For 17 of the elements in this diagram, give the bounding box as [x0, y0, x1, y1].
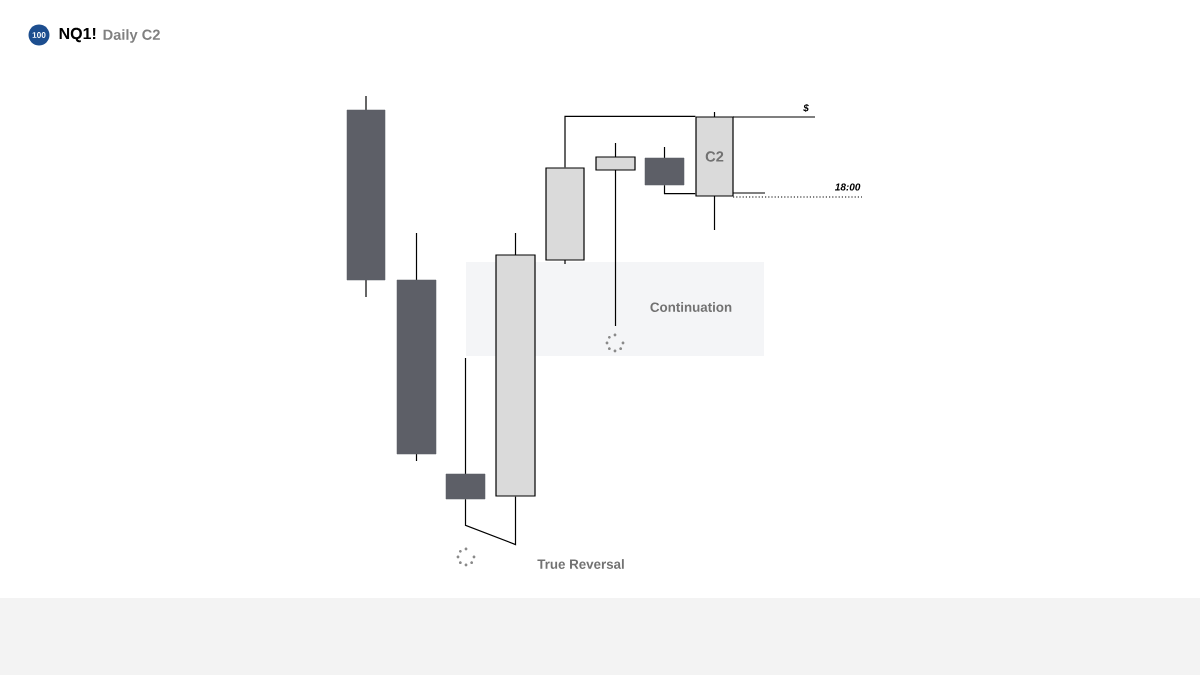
candlestick [644, 146, 685, 186]
connector-line [564, 115, 696, 168]
candlestick [346, 95, 386, 298]
timeframe-label: Daily C2 [103, 29, 160, 43]
candlestick [545, 167, 585, 265]
candlestick [396, 232, 437, 462]
candlestick [445, 357, 486, 500]
candlestick [495, 232, 536, 497]
connector-line [663, 184, 696, 195]
annotation-label: True Reversal [537, 559, 624, 569]
ticker-symbol: NQ1! [59, 27, 96, 43]
candlestick: C2 [695, 111, 734, 231]
index-badge: 100 [28, 24, 50, 46]
candlestick [595, 142, 636, 327]
time-label: 18:00 [835, 183, 861, 191]
connector-line [464, 496, 517, 546]
level-label: $ [803, 103, 809, 113]
